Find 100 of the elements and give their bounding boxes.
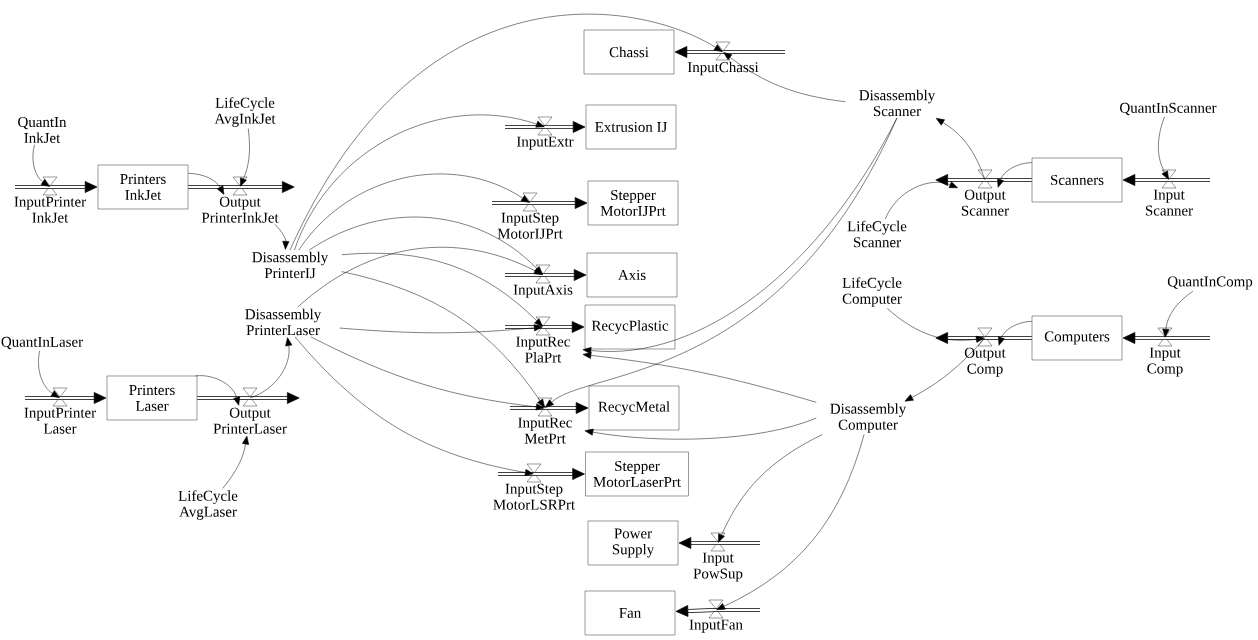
stock-box: RecycPlastic <box>584 304 676 350</box>
link-arrow <box>545 117 898 408</box>
flow-pipe <box>25 396 60 400</box>
valve-label: Input Comp <box>1147 347 1183 377</box>
link-arrow <box>584 417 817 440</box>
valve-label: InputRec PlaPrt <box>516 336 570 363</box>
link-arrow <box>582 117 898 354</box>
valve-label: InputStep MotorLSRPrt <box>493 483 575 510</box>
flow-pipe <box>1165 336 1210 340</box>
valve-label: Output PrinterInkJet <box>201 196 279 223</box>
valve-label: InputChassi <box>687 61 759 76</box>
flow-pipe <box>545 402 589 414</box>
flow-pipe <box>492 201 530 205</box>
link-arrow <box>289 14 723 251</box>
flow-pipe <box>985 178 1032 182</box>
link-arrow <box>222 435 249 489</box>
variable-label: Disassembly Scanner <box>859 89 936 117</box>
valve-label: InputFan <box>689 619 743 633</box>
variable-label: Disassembly PrinterIJ <box>252 251 329 279</box>
flow-pipe <box>240 181 295 193</box>
link-arrow <box>195 375 240 406</box>
variable-label: QuantInScanner <box>1120 102 1217 116</box>
flow-pipe <box>1122 332 1165 344</box>
link-arrow <box>274 224 290 250</box>
stock-box: Stepper MotorIJPrt <box>587 180 679 226</box>
flow-pipe <box>250 392 300 404</box>
link-arrow <box>339 324 543 334</box>
stock-box: Extrusion IJ <box>585 104 677 150</box>
valve-label: InputStep MotorIJPrt <box>497 212 563 239</box>
stock-box: Computers <box>1031 315 1123 361</box>
stock-box: Stepper MotorLaserPrt <box>585 451 689 497</box>
flow-pipe <box>935 174 985 186</box>
link-arrow <box>1162 291 1194 338</box>
link-arrow <box>887 308 985 343</box>
link-arrow <box>341 253 543 327</box>
link-arrow <box>298 173 530 251</box>
flow-pipe <box>716 608 760 612</box>
flow-pipe <box>188 185 240 189</box>
stock-box: Scanners <box>1031 157 1123 203</box>
flow-pipe <box>718 541 760 545</box>
flow-pipe <box>505 325 543 329</box>
flow-pipe <box>50 181 98 193</box>
link-arrow <box>297 247 543 308</box>
valve-label: InputPrinter Laser <box>24 407 96 434</box>
link-arrow <box>904 337 986 402</box>
stock-box: Fan <box>584 590 676 636</box>
valve-label: InputAxis <box>513 284 573 298</box>
link-arrow <box>935 118 986 181</box>
flow-pipe <box>530 197 588 209</box>
flow-pipe <box>1122 174 1169 186</box>
flow-pipe <box>723 50 785 54</box>
flow-pipe <box>678 537 718 549</box>
flow-pipe <box>498 472 534 476</box>
flow-pipe <box>543 321 585 333</box>
link-arrow <box>997 162 1033 188</box>
flow-pipe <box>675 605 717 617</box>
link-arrow <box>998 321 1033 346</box>
variable-label: QuantIn InkJet <box>18 117 67 143</box>
valve-label: InputRec MetPrt <box>518 417 572 444</box>
variable-label: LifeCycle AvgInkJet <box>214 97 276 127</box>
flow-pipe <box>545 121 586 133</box>
flow-pipe <box>510 406 545 410</box>
flow-pipe <box>674 46 723 58</box>
link-arrow <box>582 351 817 403</box>
valve-label: Input PowSup <box>693 552 743 582</box>
valve-label: Output Comp <box>964 347 1006 377</box>
flow-pipe <box>935 332 985 344</box>
valve-label: Output Scanner <box>961 189 1009 216</box>
stock-box: Printers Laser <box>106 375 198 421</box>
flow-pipe <box>60 392 107 404</box>
stock-box: Chassi <box>583 29 675 75</box>
valve-label: InputPrinter InkJet <box>14 196 86 223</box>
stock-box: RecycMetal <box>588 385 680 431</box>
flow-pipe <box>1169 178 1210 182</box>
link-arrow <box>718 434 823 543</box>
variable-label: LifeCycle AvgLaser <box>178 490 238 520</box>
flow-pipe <box>197 396 250 400</box>
link-arrow <box>723 52 846 103</box>
link-arrow <box>1158 116 1169 180</box>
variable-label: QuantInComp <box>1167 276 1253 290</box>
flow-pipe <box>15 185 50 189</box>
link-arrow <box>249 337 293 399</box>
link-arrow <box>885 181 958 220</box>
stock-box: Axis <box>586 252 678 298</box>
valve-label: Input Scanner <box>1145 189 1193 216</box>
link-arrow <box>310 336 545 411</box>
link-arrow <box>187 173 225 195</box>
flow-pipe <box>985 336 1032 340</box>
variable-label: LifeCycle Scanner <box>847 220 907 248</box>
variable-label: LifeCycle Computer <box>842 277 902 307</box>
link-arrow <box>341 271 545 408</box>
link-arrow <box>38 350 60 398</box>
variable-label: QuantInLaser <box>1 336 83 350</box>
link-arrow <box>32 144 50 187</box>
link-arrow <box>716 434 865 610</box>
valve-label: InputExtr <box>516 136 574 150</box>
variable-label: Disassembly PrinterLaser <box>245 308 322 336</box>
link-arrow <box>294 336 534 476</box>
stock-box: Power Supply <box>587 520 679 566</box>
link-arrow <box>240 128 250 187</box>
